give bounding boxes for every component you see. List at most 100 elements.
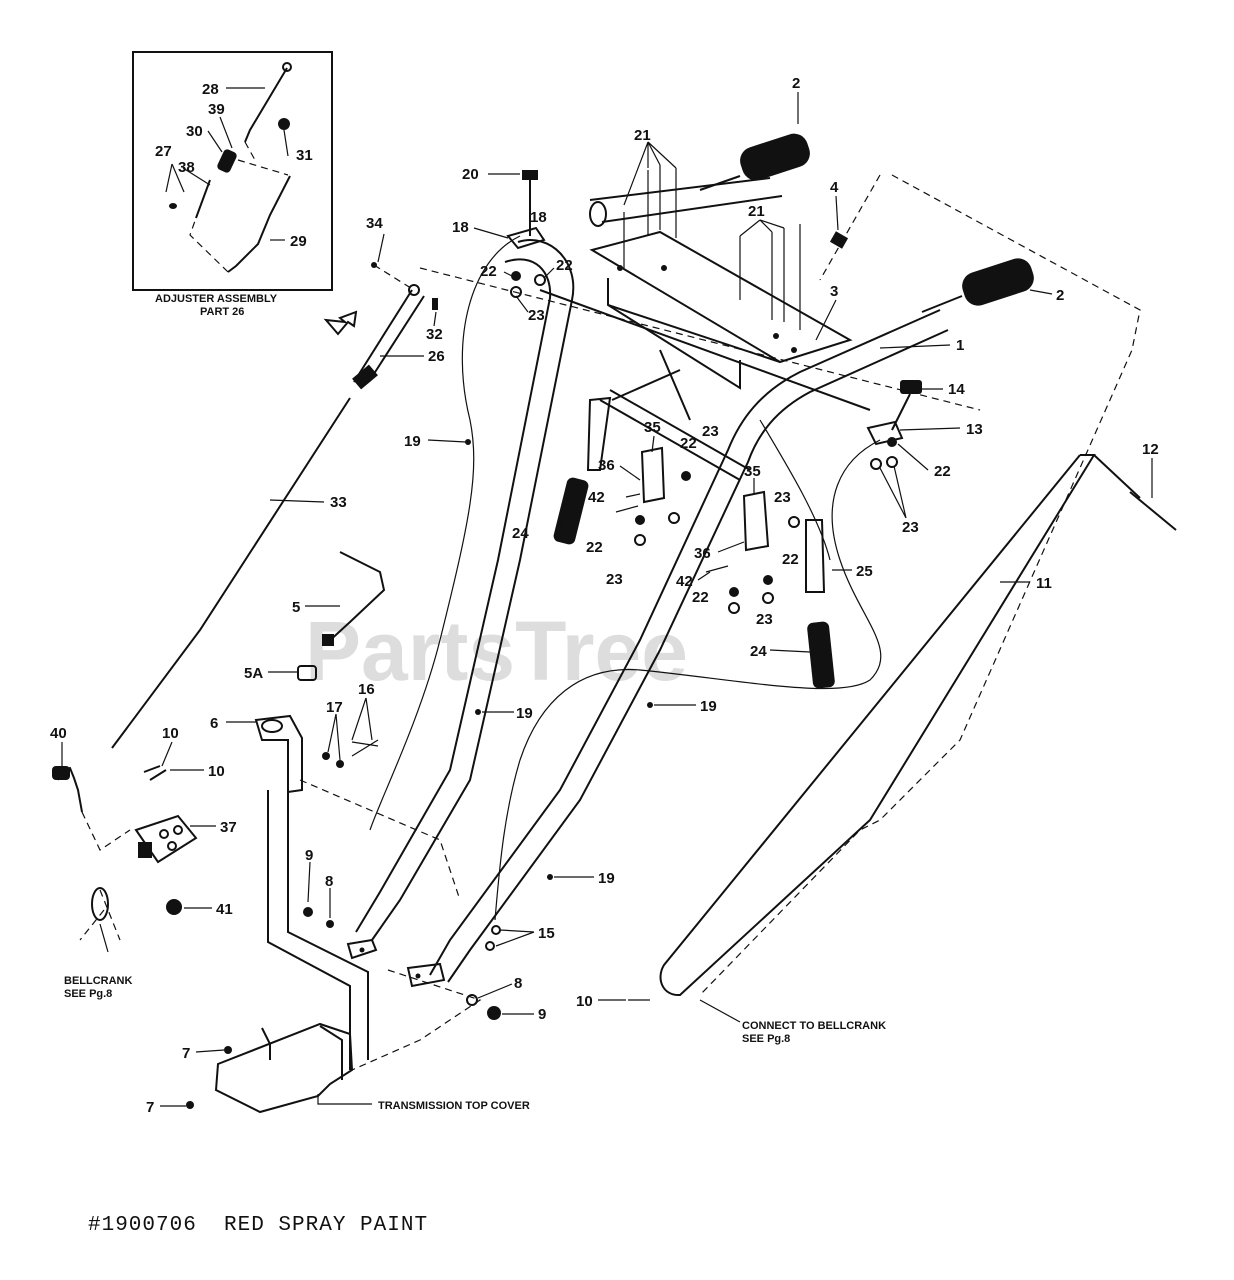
bellcrank-ref-shape <box>91 887 109 921</box>
leader-24-left <box>559 521 565 533</box>
leader-connect <box>699 999 741 1023</box>
part-number-23-lower-left: 23 <box>606 571 623 588</box>
clip-19-c <box>647 702 653 708</box>
nut-9-right <box>487 1006 501 1020</box>
part-number-9-left: 9 <box>305 847 313 864</box>
cover-tabs <box>261 1025 343 1080</box>
leader-22-left <box>503 271 513 277</box>
inset-dashed-guide <box>237 159 289 176</box>
plate-37-hole <box>167 841 177 851</box>
lever-25-left-body <box>586 396 612 471</box>
part-number-5a: 5A <box>244 665 263 682</box>
washer-23 <box>634 534 646 546</box>
frame-strut <box>267 790 369 1070</box>
washer-23 <box>534 274 546 286</box>
part-number-33: 33 <box>330 494 347 511</box>
part-5a-block <box>297 665 317 681</box>
lever-25-left-link <box>611 349 691 421</box>
leader-21-right <box>739 219 785 237</box>
lever-grip-24-left <box>553 477 589 545</box>
adjuster-assembly-inset: 28 39 30 27 38 31 29 ADJUSTER ASSEMBLY P… <box>132 51 333 318</box>
bolt-group-left <box>623 165 677 268</box>
watermark-text: PartsTree <box>305 604 688 698</box>
part-number-23-mid: 23 <box>702 423 719 440</box>
inset-nut-31 <box>278 118 290 130</box>
reference-dashed-lines <box>419 174 1141 996</box>
connect-note-line1: CONNECT TO BELLCRANK <box>742 1020 886 1032</box>
washer-23 <box>870 458 882 470</box>
screws-42 <box>615 505 729 573</box>
center-rail <box>539 289 871 411</box>
leader-36-left <box>619 465 641 481</box>
part-number-23-right-upper: 23 <box>774 489 791 506</box>
grip-tube-ends <box>699 175 963 313</box>
leader-17 <box>327 713 341 761</box>
part-number-21-right: 21 <box>748 203 765 220</box>
nut-9-left <box>303 907 313 917</box>
bracket-35-right <box>742 490 770 552</box>
plate-37-stud <box>138 842 152 858</box>
part-number-7-lower: 7 <box>146 1099 154 1116</box>
lever-14-knob <box>900 380 922 394</box>
part-number-22-lower-left: 22 <box>586 539 603 556</box>
part-number-4: 4 <box>830 179 839 196</box>
part-number-24-right: 24 <box>750 643 767 660</box>
connect-note-line2: SEE Pg.8 <box>742 1033 790 1045</box>
washer-22 <box>511 271 521 281</box>
washer-23 <box>788 516 800 528</box>
part-number-8-left: 8 <box>325 873 333 890</box>
part-number-10-top: 10 <box>162 725 179 742</box>
inset-frame <box>132 51 333 291</box>
part-number-24-left: 24 <box>512 525 529 542</box>
handlebar-right-inner <box>447 329 949 983</box>
leader-4 <box>835 195 839 231</box>
handlebar-left-inner <box>355 258 552 933</box>
clip-19-d <box>547 874 553 880</box>
console-top <box>589 230 853 364</box>
part-number-2-top: 2 <box>792 75 800 92</box>
leader-16 <box>351 697 373 741</box>
bellcrank-note-line1: BELLCRANK <box>64 975 132 987</box>
part-number-35-right: 35 <box>744 463 761 480</box>
part-number-42-left: 42 <box>588 489 605 506</box>
bellcrank-ref <box>79 889 121 941</box>
leader-38 <box>182 167 211 186</box>
washer-8-left <box>326 920 334 928</box>
part-number-22-left: 22 <box>480 263 497 280</box>
bracket-6 <box>254 714 303 794</box>
part-number-26: 26 <box>428 348 445 365</box>
washer-22 <box>681 471 691 481</box>
part-number-10-mid: 10 <box>208 763 225 780</box>
leader-32 <box>433 311 437 327</box>
part-number-31: 31 <box>296 147 313 164</box>
handlebar-left-outer <box>371 239 575 941</box>
grip-upper <box>740 133 810 181</box>
part-number-19-b: 19 <box>516 705 533 722</box>
lever-14-shaft <box>891 393 911 431</box>
leader-23-left <box>515 295 529 313</box>
washer-23 <box>886 456 898 468</box>
part-number-22-left-b: 22 <box>556 257 573 274</box>
rod-33 <box>111 397 351 749</box>
part-number-6: 6 <box>210 715 218 732</box>
part-number-40: 40 <box>50 725 67 742</box>
leader-19-a <box>427 439 467 443</box>
leader-10-top <box>161 741 173 767</box>
bolt-40-guide <box>81 811 131 851</box>
cable-right <box>494 439 882 921</box>
part-number-37: 37 <box>220 819 237 836</box>
leader-1 <box>879 344 951 349</box>
bellcrank-assembly <box>52 765 198 941</box>
part-number-39: 39 <box>208 101 225 118</box>
part-number-18-b: 18 <box>530 209 547 226</box>
leader-30 <box>207 130 223 153</box>
part-number-8-right: 8 <box>514 975 522 992</box>
inset-pin-27 <box>169 203 177 209</box>
shift-lever-assembly <box>254 551 386 794</box>
bracket-hole <box>415 973 421 979</box>
washer-22 <box>635 515 645 525</box>
screw-10-left <box>143 765 167 781</box>
washer-8-right <box>466 994 478 1006</box>
console-panel <box>589 230 853 390</box>
part-number-15: 15 <box>538 925 555 942</box>
